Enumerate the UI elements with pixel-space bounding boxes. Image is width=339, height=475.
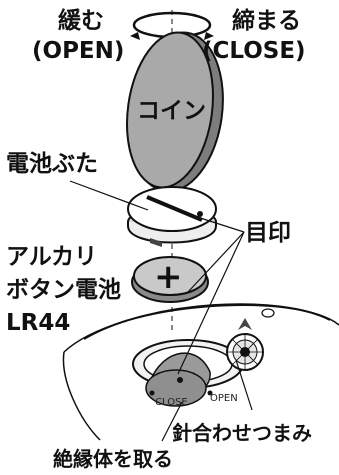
coin-icon [126,31,224,193]
button-battery-icon [131,256,209,303]
needle-knob-label: 針合わせつまみ [172,421,312,445]
plus-sign-icon: + [154,257,183,297]
insulator-label: 絶縁体を取る [53,447,173,471]
tighten-label: 締まる [232,8,301,34]
mark-label: 目印 [245,220,291,246]
coin-label: コイン [137,98,206,124]
loosen-label: 緩む [58,8,104,34]
battery-cover-label: 電池ぶた [6,151,98,177]
tighten-sub-label: (CLOSE) [202,38,306,64]
open-mark-label: OPEN [210,393,238,404]
watch-case-icon [62,303,339,441]
battery-cover-icon [127,186,217,247]
loosen-sub-label: (OPEN) [32,38,125,64]
battery-label-line2: ボタン電池 [6,277,121,303]
close-mark-label: CLOSE [155,397,188,408]
battery-label-line3: LR44 [6,310,71,336]
leader-lines [69,180,253,442]
battery-label-line1: アルカリ [6,244,98,270]
needle-knob-icon [226,318,264,371]
case-screw-icon [261,308,275,318]
